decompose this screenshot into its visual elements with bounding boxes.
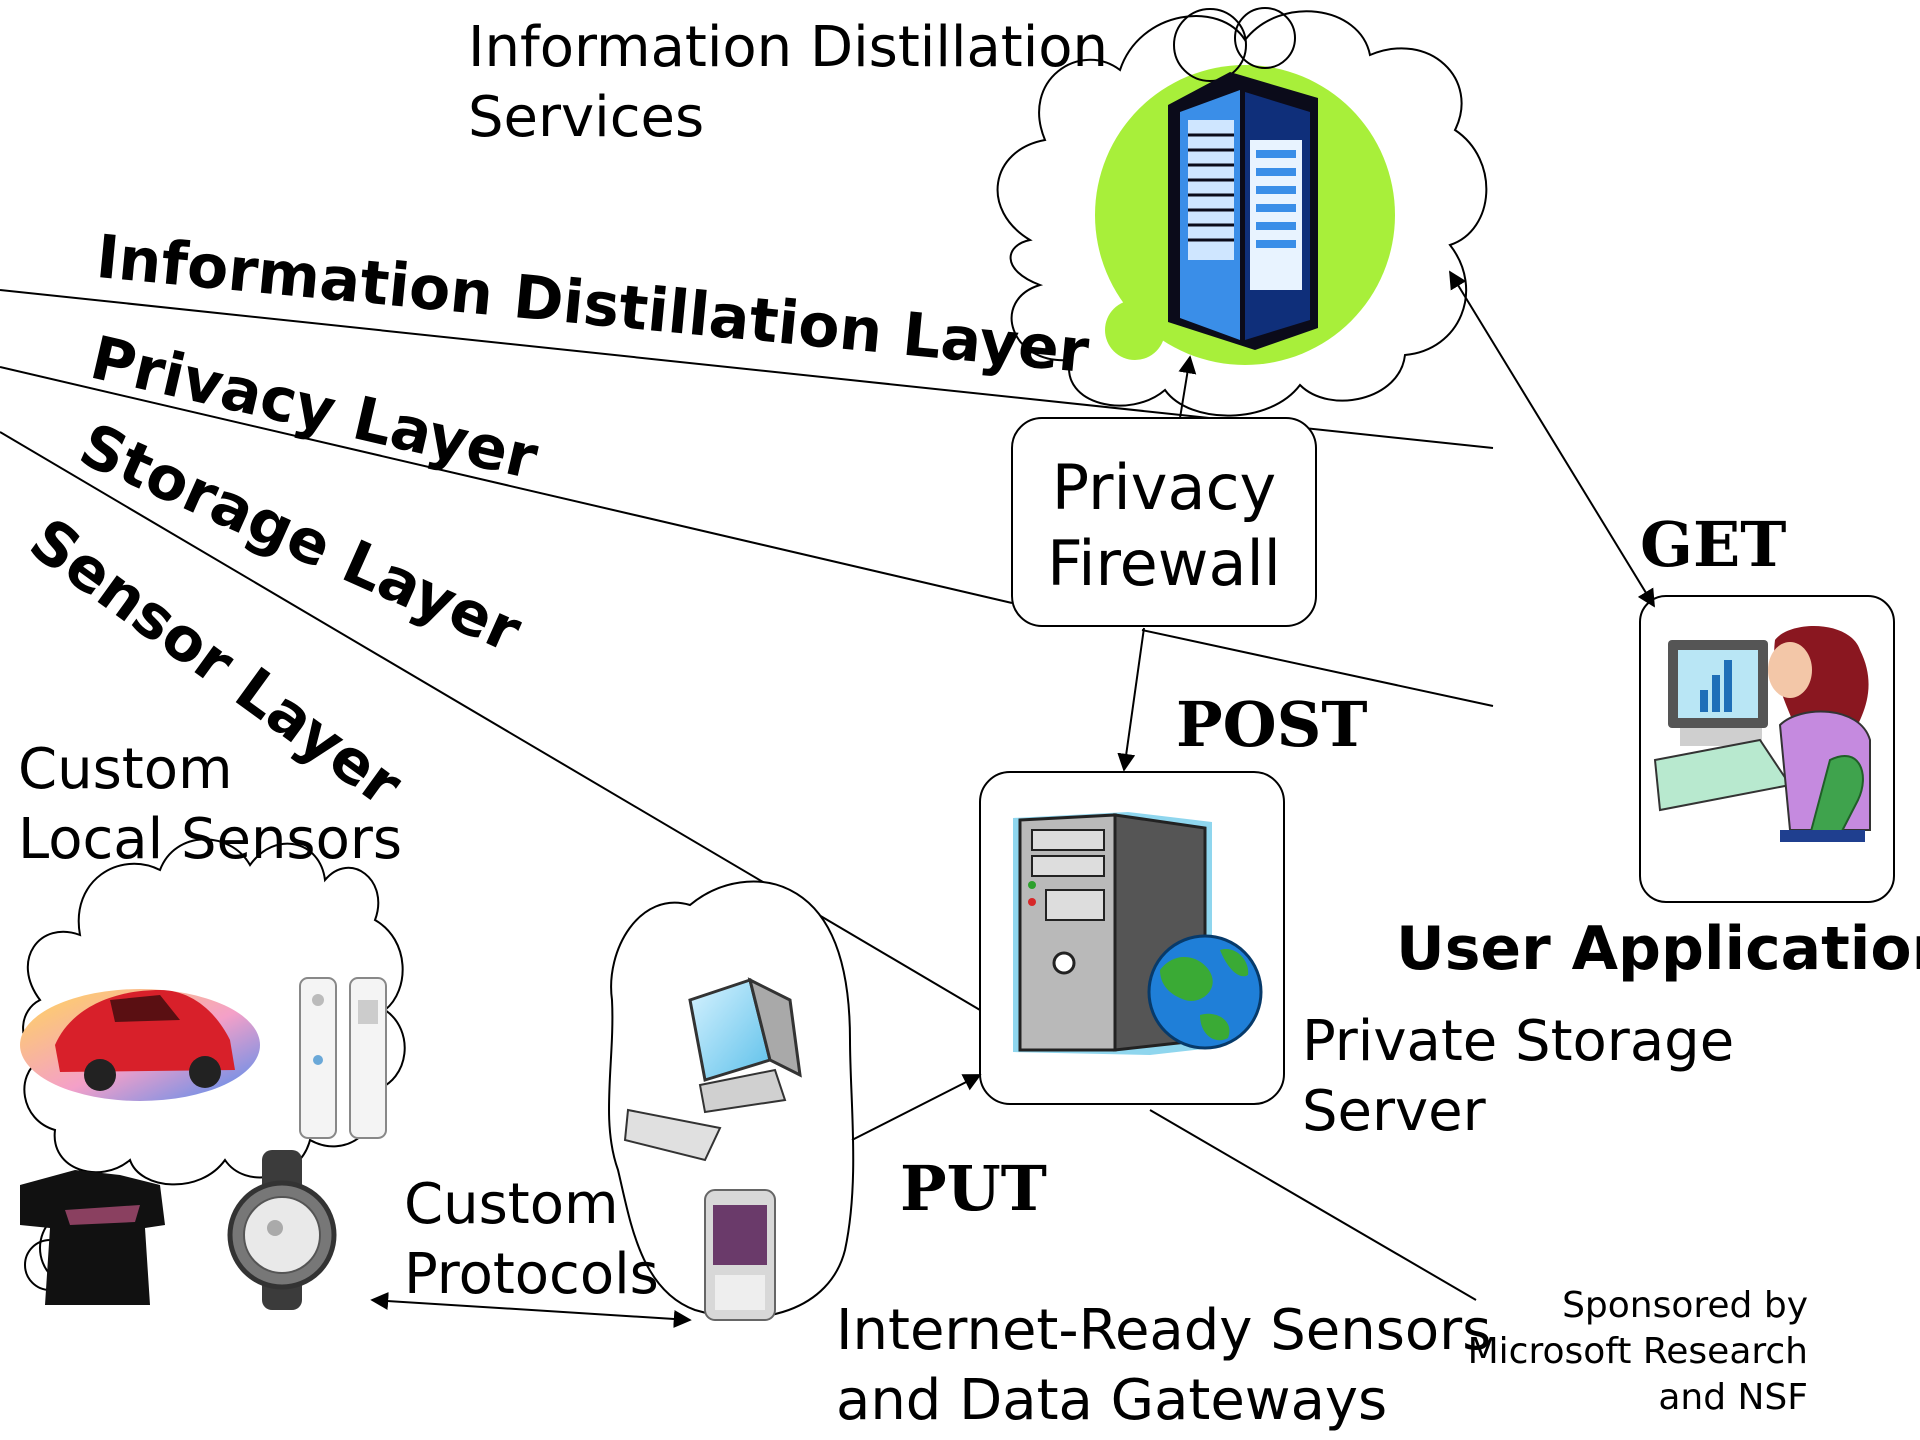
put-label: PUT (900, 1152, 1047, 1225)
sponsor-line-1: Sponsored by (1562, 1285, 1808, 1326)
custom-sensors-line-2: Local Sensors (18, 807, 403, 872)
get-label: GET (1640, 508, 1787, 581)
custom-local-sensors-cloud (20, 838, 406, 1310)
user-application-label: User Application (1396, 914, 1920, 984)
firewall-line-2: Firewall (1047, 527, 1281, 600)
custom-protocols-arrow (370, 1292, 692, 1328)
private-storage-line-2: Server (1302, 1079, 1486, 1144)
sponsor-line-3: and NSF (1658, 1377, 1808, 1418)
internet-ready-sensors-label: Internet-Ready Sensors and Data Gateways (836, 1296, 1491, 1436)
ids-line-1: Information Distillation (468, 15, 1109, 80)
privacy-firewall-label: Privacy Firewall (1012, 450, 1316, 602)
post-label: POST (1176, 688, 1368, 761)
gateways-line-1: Internet-Ready Sensors (836, 1298, 1492, 1363)
private-storage-line-1: Private Storage (1302, 1009, 1735, 1074)
custom-local-sensors-label: Custom Local Sensors (18, 735, 402, 875)
firewall-line-1: Privacy (1051, 451, 1277, 524)
mobile-phone-icon (704, 1189, 776, 1321)
desktop-computer-icon (623, 977, 802, 1162)
game-controller-icon (299, 977, 387, 1139)
gateways-line-2: and Data Gateways (836, 1368, 1388, 1433)
custom-protocols-line-1: Custom (404, 1172, 619, 1237)
sponsor-line-2: Microsoft Research (1467, 1331, 1808, 1372)
privacy-layer-line-continued (1141, 629, 1494, 707)
custom-protocols-label: Custom Protocols (404, 1170, 659, 1310)
car-icon (20, 989, 260, 1101)
firewall-to-distillation-arrow (1178, 355, 1197, 419)
t-shirt-icon (20, 1170, 165, 1305)
ids-line-2: Services (468, 85, 705, 150)
put-arrow (851, 1074, 982, 1141)
get-arrow (1449, 270, 1655, 608)
information-distillation-services-label: Information Distillation Services (468, 13, 1108, 153)
sponsor-label: Sponsored by Microsoft Research and NSF (1468, 1283, 1808, 1421)
privacy-layer-line (0, 366, 1013, 604)
server-rack-icon (1168, 72, 1318, 350)
internet-ready-sensors-cloud (608, 880, 855, 1321)
post-arrow (1117, 627, 1145, 772)
globe-icon (1147, 934, 1263, 1050)
privacy-firewall-box (1011, 417, 1317, 627)
connection-arrows (370, 270, 1655, 1328)
smart-watch-icon (227, 1150, 337, 1310)
user-at-computer-icon (1653, 626, 1871, 842)
private-storage-server-label: Private Storage Server (1302, 1007, 1734, 1147)
information-distillation-cloud (996, 7, 1488, 417)
sensor-layer-line (1149, 1109, 1477, 1301)
custom-protocols-line-2: Protocols (404, 1242, 659, 1307)
custom-sensors-line-1: Custom (18, 737, 233, 802)
